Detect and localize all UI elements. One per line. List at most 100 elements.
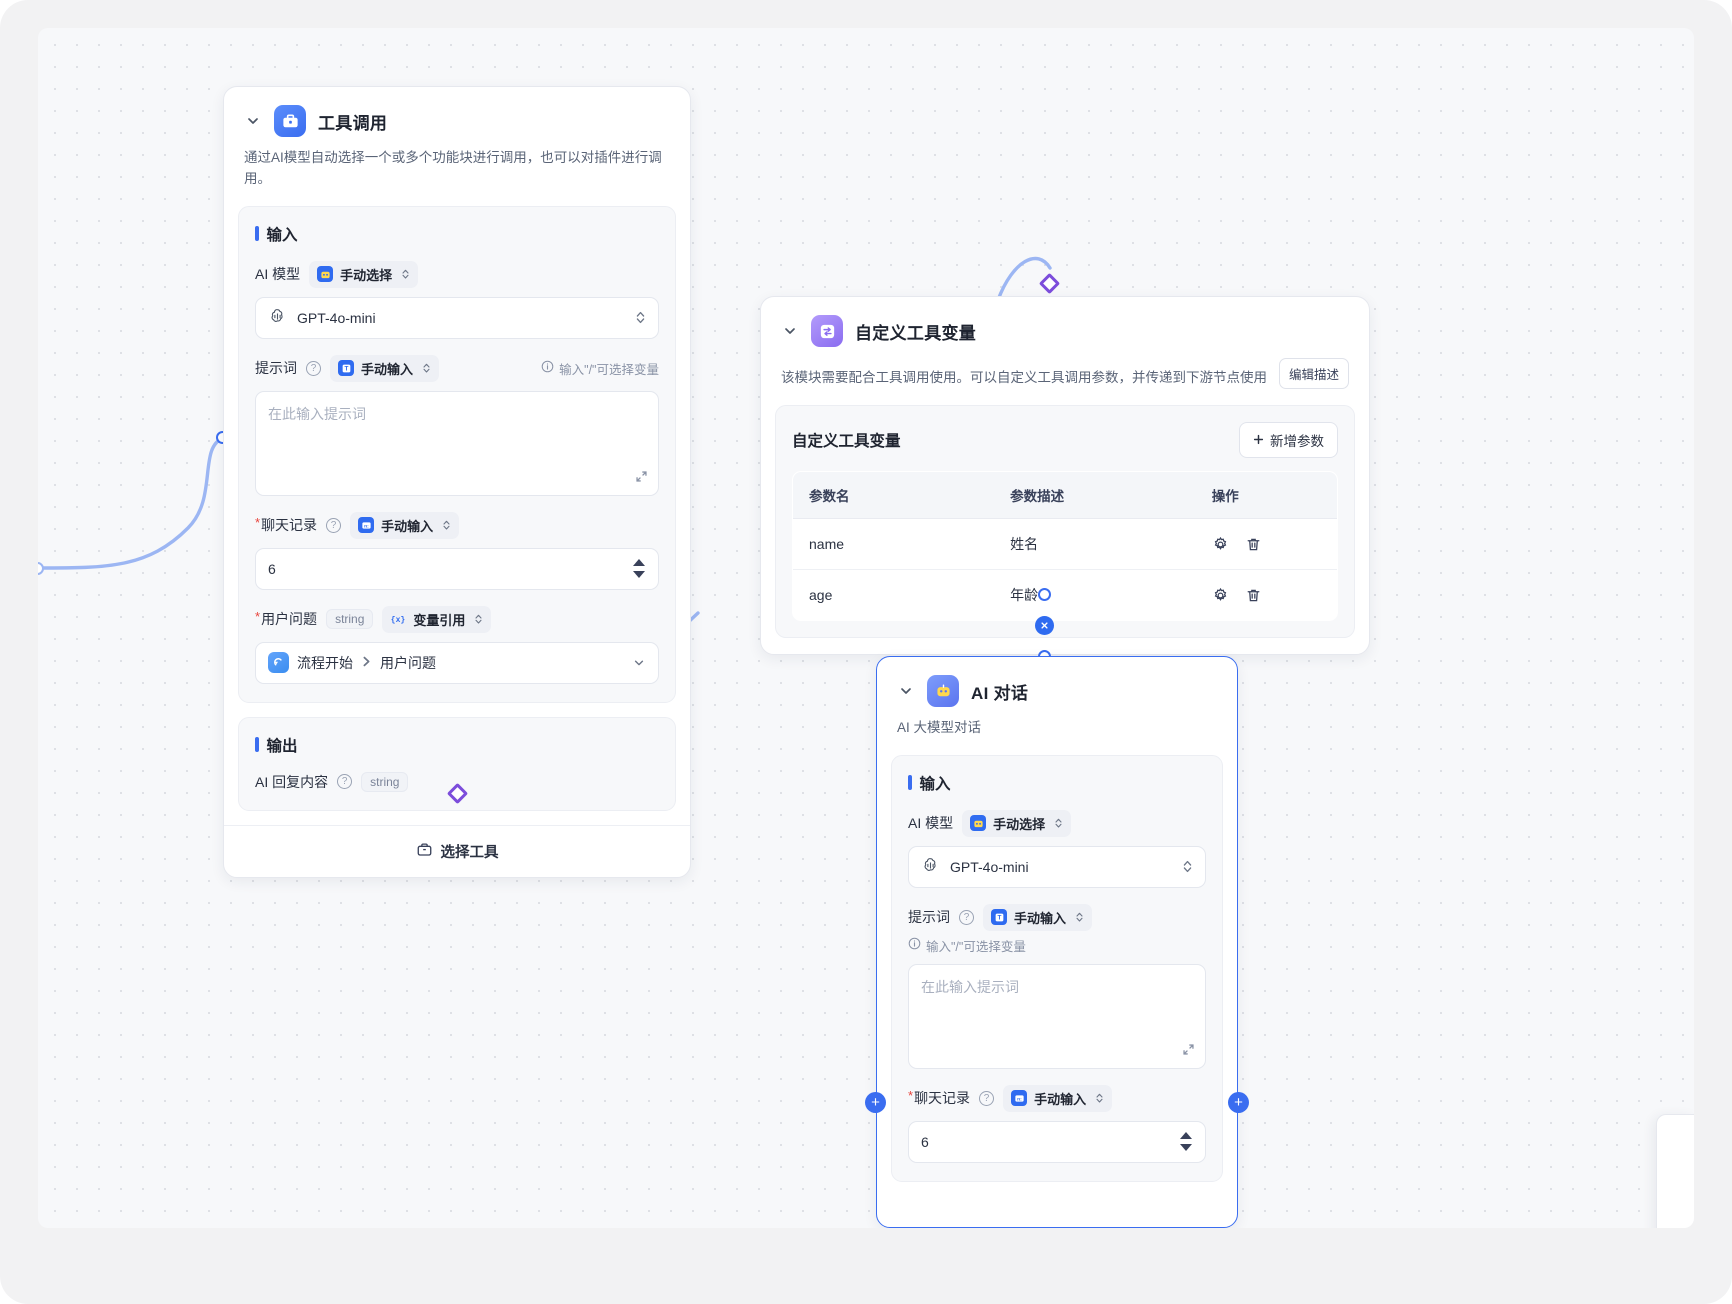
ai-chat-header: AI 对话 AI 大模型对话 — [877, 657, 1237, 755]
ai-model-mode-select[interactable]: 手动选择 — [309, 260, 419, 288]
collapse-chevron-icon[interactable] — [897, 682, 915, 700]
node-description: AI 大模型对话 — [897, 720, 982, 735]
prompt-label: 提示词 — [255, 360, 297, 377]
plus-icon — [1253, 433, 1264, 448]
help-icon[interactable]: ? — [337, 774, 353, 790]
prompt-textarea[interactable]: 在此输入提示词 — [908, 963, 1206, 1069]
ai-chat-left-add-handle[interactable]: + — [865, 1092, 886, 1113]
parameters-table: 参数名 参数描述 操作 name 姓名 — [792, 471, 1338, 621]
number-icon: n: — [1011, 1090, 1028, 1107]
output-section-title: 输出 — [255, 734, 659, 756]
field-prompt: 提示词 ? T 手动输入 — [255, 354, 659, 496]
chevron-updown-icon[interactable] — [635, 310, 646, 325]
prompt-mode-select[interactable]: T 手动输入 — [983, 903, 1093, 931]
collapse-chevron-icon[interactable] — [781, 322, 799, 340]
output-label: AI 回复内容 — [255, 773, 329, 790]
prompt-mode-select[interactable]: T 手动输入 — [330, 354, 440, 382]
ai-chat-right-add-handle[interactable]: + — [1228, 1092, 1249, 1113]
info-icon — [908, 937, 921, 953]
help-icon[interactable]: ? — [959, 909, 974, 925]
chevron-updown-icon — [442, 519, 451, 531]
node-description: 通过AI模型自动选择一个或多个功能块进行调用，也可以对插件进行调用。 — [244, 150, 662, 186]
svg-text:T: T — [344, 366, 348, 373]
chat-history-label: 聊天记录 — [255, 515, 317, 535]
variable-swap-icon — [811, 315, 843, 347]
number-stepper[interactable] — [1179, 1131, 1193, 1152]
user-question-ref-field: 用户问题 — [380, 654, 436, 671]
node-tool-vars[interactable]: 自定义工具变量 该模块需要配合工具调用使用。可以自定义工具调用参数，并传递到下游… — [760, 296, 1370, 655]
expand-icon[interactable] — [635, 470, 648, 486]
prompt-label: 提示词 — [908, 909, 950, 926]
chevron-right-icon — [361, 655, 372, 671]
trash-icon[interactable] — [1245, 536, 1262, 553]
gear-icon[interactable] — [1212, 536, 1229, 553]
field-chat-history: 聊天记录 ? n: 手动输入 6 — [908, 1084, 1206, 1163]
chat-history-mode-select[interactable]: n: 手动输入 — [1003, 1084, 1113, 1112]
chevron-down-icon[interactable] — [632, 656, 646, 670]
table-row[interactable]: age 年龄 — [793, 570, 1337, 621]
chat-history-value: 6 — [268, 560, 276, 577]
collapse-chevron-icon[interactable] — [244, 112, 262, 130]
ai-model-select[interactable]: GPT-4o-mini — [908, 845, 1206, 888]
input-section-title: 输入 — [255, 223, 659, 245]
node-ai-chat[interactable]: AI 对话 AI 大模型对话 输入 AI 模型 手动选择 — [876, 656, 1238, 1228]
field-chat-history: 聊天记录 ? n: 手动输入 6 — [255, 511, 659, 590]
variable-icon: {x} — [390, 611, 406, 627]
param-desc: 姓名 — [994, 518, 1196, 570]
chat-history-label: 聊天记录 — [908, 1088, 970, 1108]
chevron-updown-icon[interactable] — [1182, 859, 1193, 874]
select-tool-label: 选择工具 — [440, 844, 499, 861]
robot-icon — [970, 815, 987, 832]
gear-icon[interactable] — [1212, 587, 1229, 604]
ai-model-mode-select[interactable]: 手动选择 — [962, 809, 1072, 837]
delete-edge-button[interactable] — [1035, 616, 1054, 635]
node-tool-call[interactable]: 工具调用 通过AI模型自动选择一个或多个功能块进行调用，也可以对插件进行调用。 … — [223, 86, 691, 878]
add-parameter-button[interactable]: 新增参数 — [1239, 422, 1338, 458]
node-description: 该模块需要配合工具调用使用。可以自定义工具调用参数，并传递到下游节点使用 — [781, 370, 1267, 386]
toolbox-icon — [274, 105, 306, 137]
number-stepper[interactable] — [632, 558, 646, 579]
chat-history-mode-label: 手动输入 — [381, 518, 434, 534]
chevron-updown-icon — [1075, 911, 1084, 923]
trash-icon[interactable] — [1245, 587, 1262, 604]
workflow-canvas[interactable]: 工具调用 通过AI模型自动选择一个或多个功能块进行调用，也可以对插件进行调用。 … — [38, 28, 1694, 1228]
expand-icon[interactable] — [1182, 1043, 1195, 1059]
chat-history-mode-select[interactable]: n: 手动输入 — [350, 511, 460, 539]
field-ai-model: AI 模型 手动选择 — [255, 260, 659, 339]
user-question-label: 用户问题 — [255, 609, 317, 629]
field-user-question: 用户问题 string {x} 变量引用 — [255, 605, 659, 684]
right-floating-panel[interactable] — [1656, 1114, 1694, 1228]
input-section-title: 输入 — [908, 772, 1206, 794]
chevron-updown-icon — [401, 268, 410, 280]
user-question-ref-node: 流程开始 — [297, 654, 353, 671]
help-icon[interactable]: ? — [306, 360, 321, 376]
table-header-row: 参数名 参数描述 操作 — [793, 472, 1337, 519]
number-icon: n: — [358, 517, 375, 534]
prompt-hint-text: 输入"/"可选择变量 — [559, 362, 659, 377]
chevron-updown-icon — [1095, 1092, 1104, 1104]
text-icon: T — [338, 360, 354, 377]
chat-history-number-input[interactable]: 6 — [255, 547, 659, 590]
ai-model-mode-label: 手动选择 — [993, 816, 1046, 832]
ai-model-label: AI 模型 — [908, 815, 954, 832]
prompt-textarea[interactable]: 在此输入提示词 — [255, 390, 659, 496]
prompt-hint: 输入"/"可选择变量 — [541, 359, 659, 378]
help-icon[interactable]: ? — [326, 517, 342, 533]
user-question-mode-select[interactable]: {x} 变量引用 — [382, 605, 492, 633]
chat-history-value: 6 — [921, 1133, 929, 1150]
tool-call-output-section: 输出 AI 回复内容 ? string — [238, 716, 676, 811]
user-question-type-tag: string — [326, 609, 374, 630]
node-title: 自定义工具变量 — [855, 323, 977, 343]
tool-vars-output-port[interactable] — [1038, 588, 1051, 601]
select-tool-button[interactable]: 选择工具 — [224, 824, 690, 877]
help-icon[interactable]: ? — [979, 1090, 995, 1106]
ai-model-mode-label: 手动选择 — [340, 267, 393, 283]
prompt-hint-text: 输入"/"可选择变量 — [926, 939, 1026, 954]
edit-description-button[interactable]: 编辑描述 — [1278, 358, 1349, 389]
table-row[interactable]: name 姓名 — [793, 518, 1337, 570]
prompt-placeholder: 在此输入提示词 — [921, 978, 1019, 995]
chat-history-number-input[interactable]: 6 — [908, 1120, 1206, 1163]
ai-model-select[interactable]: GPT-4o-mini — [255, 296, 659, 339]
user-question-variable-select[interactable]: 流程开始 用户问题 — [255, 641, 659, 684]
